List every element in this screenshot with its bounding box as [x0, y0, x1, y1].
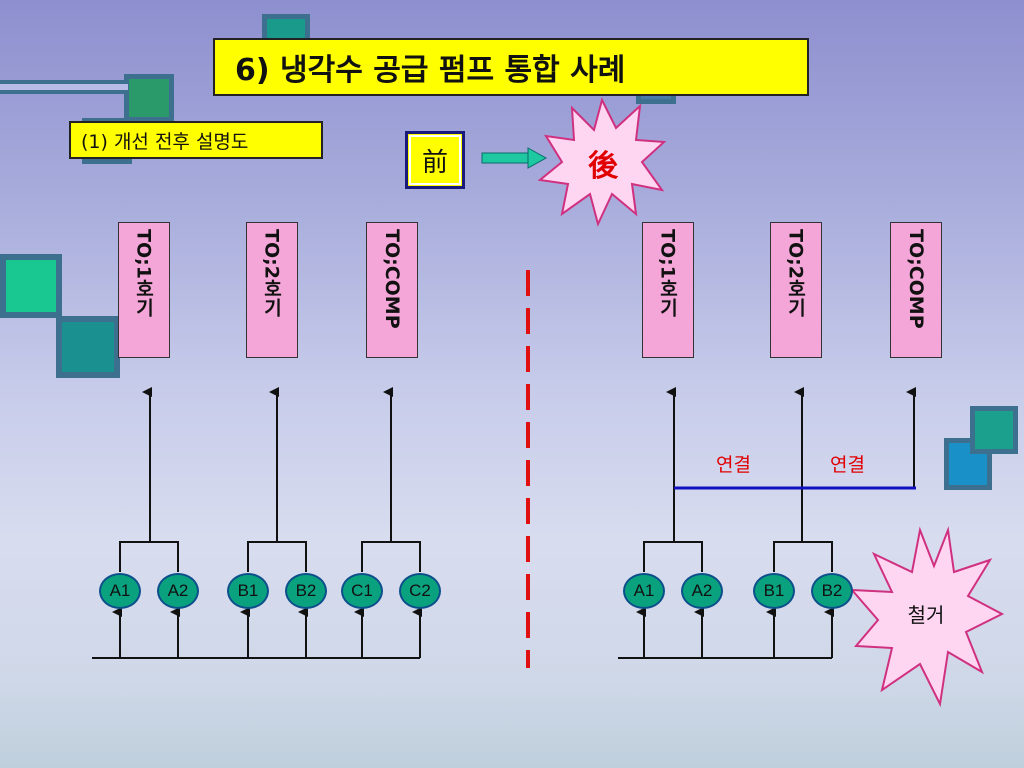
deco-square	[124, 74, 174, 122]
deco-square	[970, 406, 1018, 454]
after-burst: 後	[537, 97, 667, 227]
destination-box: TO;1호기	[642, 222, 694, 358]
destination-box: TO;COMP	[366, 222, 418, 358]
destination-box: TO;1호기	[118, 222, 170, 358]
removed-burst: 철거	[849, 526, 1005, 708]
destination-label: TO;COMP	[381, 229, 403, 329]
destination-label: TO;COMP	[905, 229, 927, 329]
pump: A1	[623, 573, 665, 609]
page-title: 6) 냉각수 공급 펌프 통합 사례	[213, 38, 809, 96]
pump: C2	[399, 573, 441, 609]
pump: C1	[341, 573, 383, 609]
after-piping	[618, 387, 916, 659]
pump: B2	[285, 573, 327, 609]
pump: A2	[157, 573, 199, 609]
before-piping	[92, 387, 422, 659]
pump: B2	[811, 573, 853, 609]
page-subtitle: (1) 개선 전후 설명도	[69, 121, 323, 159]
connection-label: 연결	[716, 454, 751, 476]
pump: B1	[753, 573, 795, 609]
after-label: 後	[588, 149, 619, 184]
deco-bar	[0, 80, 128, 94]
deco-square	[56, 316, 120, 378]
pump: A2	[681, 573, 723, 609]
removed-label: 철거	[908, 603, 945, 627]
destination-label: TO;2호기	[784, 229, 807, 317]
destination-label: TO;1호기	[132, 229, 155, 317]
pump: A1	[99, 573, 141, 609]
destination-box: TO;COMP	[890, 222, 942, 358]
deco-square	[0, 254, 62, 318]
destination-box: TO;2호기	[246, 222, 298, 358]
pump: B1	[227, 573, 269, 609]
connection-label: 연결	[830, 454, 865, 476]
destination-box: TO;2호기	[770, 222, 822, 358]
destination-label: TO;2호기	[260, 229, 283, 317]
deco-square	[944, 438, 992, 490]
destination-label: TO;1호기	[656, 229, 679, 317]
transition-arrow	[481, 147, 548, 169]
before-label: 前	[405, 131, 465, 189]
